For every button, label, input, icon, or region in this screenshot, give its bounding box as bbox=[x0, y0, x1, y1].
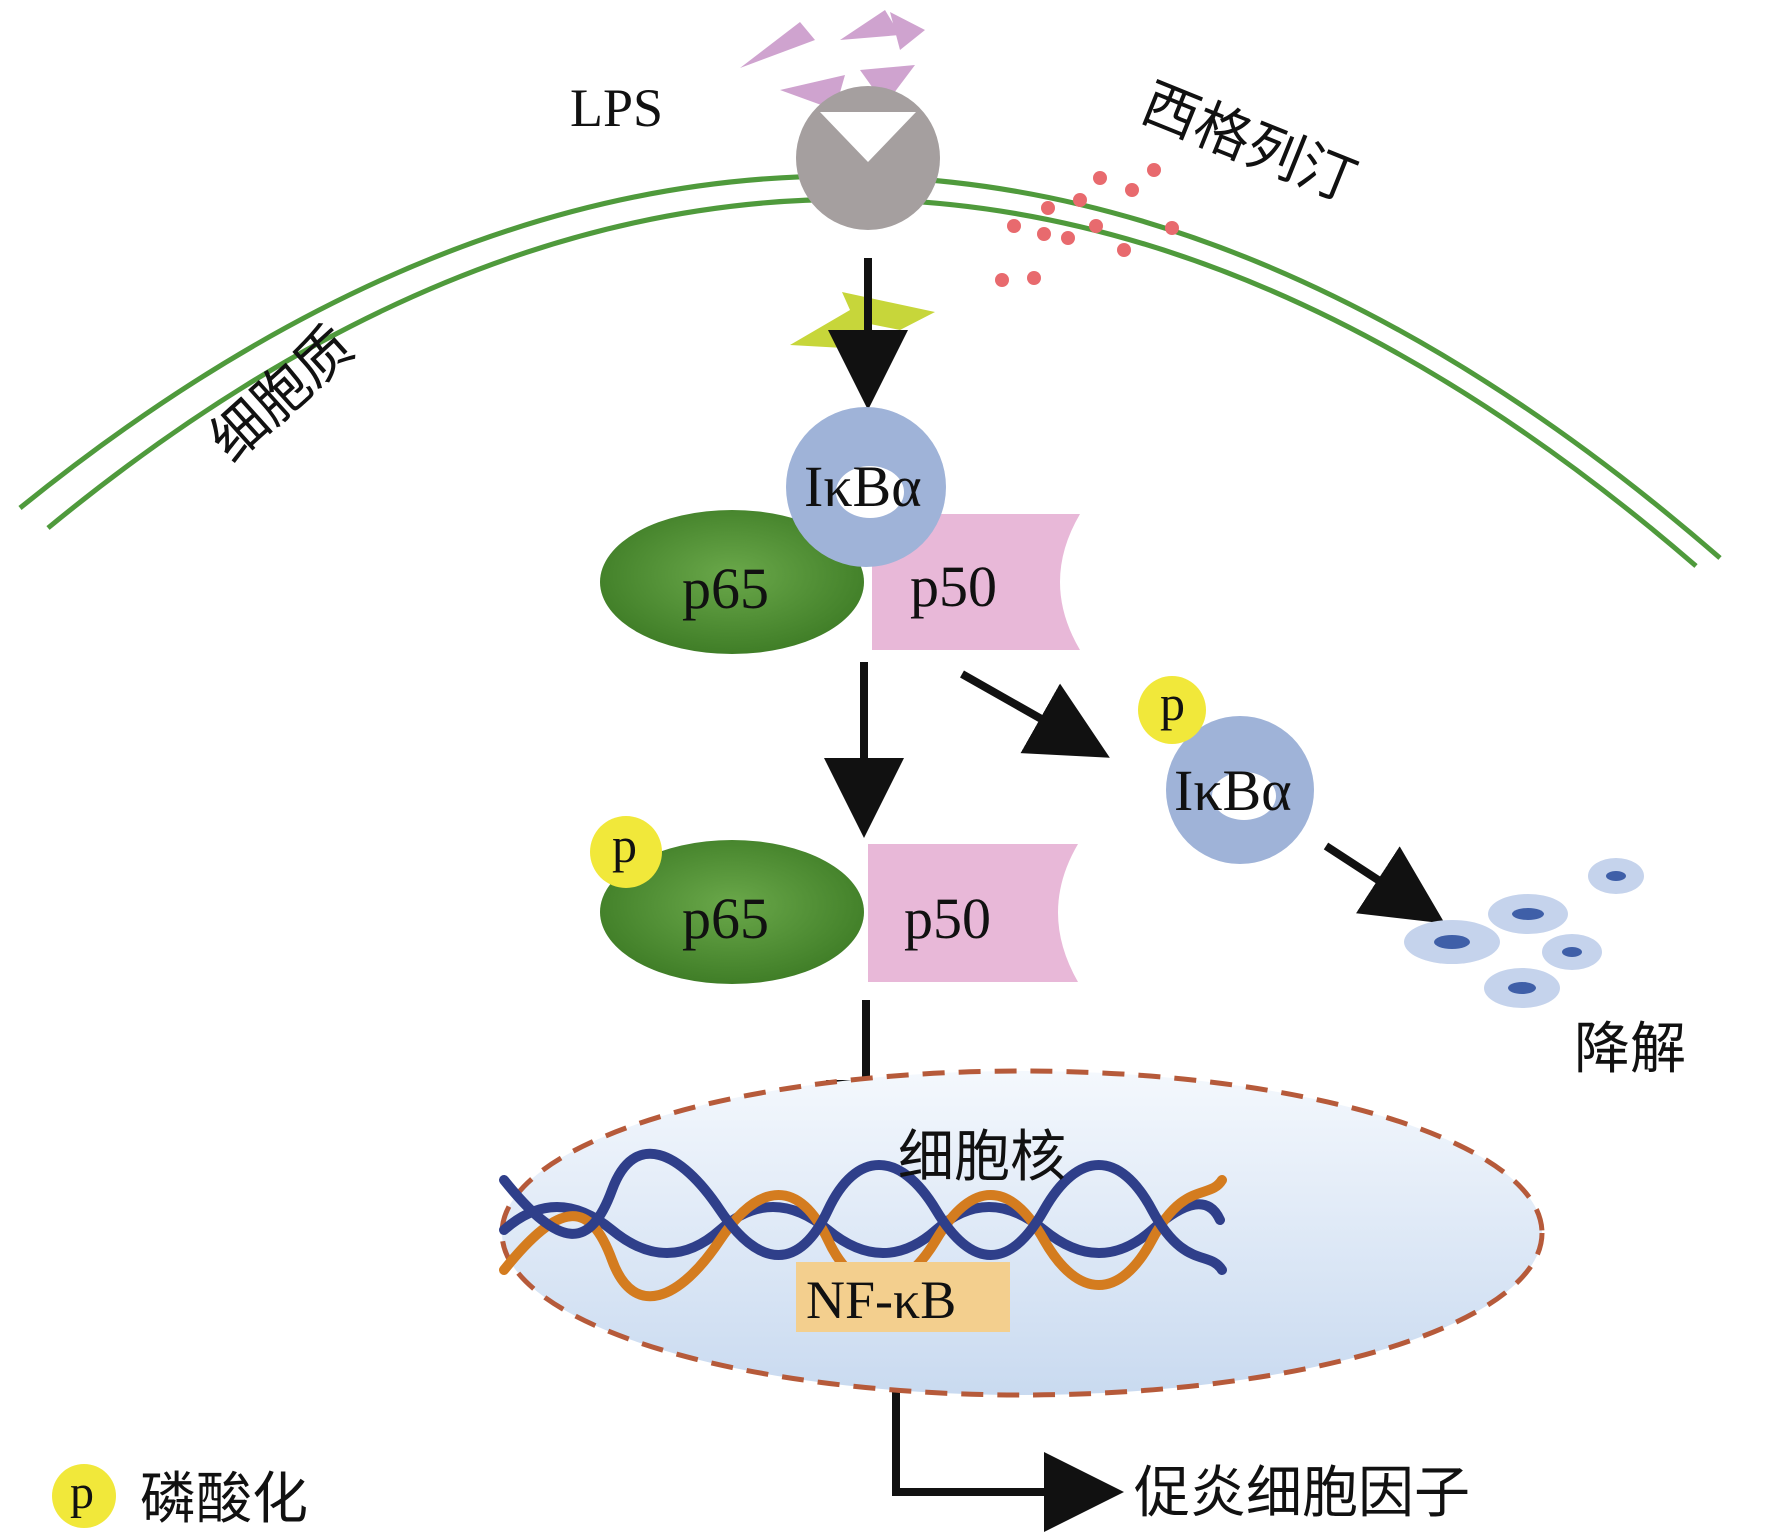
cytoplasm-label: 细胞质 bbox=[198, 314, 366, 475]
nucleus-label: 细胞核 bbox=[898, 1125, 1066, 1190]
legend-p-label: p bbox=[70, 1466, 94, 1519]
signal-bolt bbox=[790, 292, 935, 350]
nfkb-box bbox=[796, 1262, 1010, 1332]
top-complex bbox=[600, 407, 1080, 654]
nfkb-label: NF-κB bbox=[806, 1270, 956, 1330]
bottom-complex bbox=[590, 816, 1078, 984]
ikba-bound-label: IκBα bbox=[804, 454, 922, 519]
sitagliptin-label: 西格列汀 bbox=[1133, 71, 1365, 215]
lps-receptor bbox=[796, 86, 940, 230]
p-badge-p65: p bbox=[612, 817, 637, 873]
free-ikba bbox=[1138, 676, 1314, 864]
lps-label: LPS bbox=[570, 78, 663, 138]
p50-top-label: p50 bbox=[910, 554, 997, 619]
p65-bottom-label: p65 bbox=[682, 886, 769, 951]
p-badge-ikba: p bbox=[1160, 675, 1185, 731]
degradation-fragments bbox=[1404, 858, 1644, 1008]
ikba-free-label: IκBα bbox=[1174, 758, 1292, 823]
p65-top-label: p65 bbox=[682, 556, 769, 621]
legend-phospho-marker bbox=[52, 1464, 116, 1528]
degradation-label: 降解 bbox=[1574, 1017, 1686, 1082]
pro-inflammatory-label: 促炎细胞因子 bbox=[1134, 1461, 1470, 1526]
arrows bbox=[824, 258, 1445, 1532]
legend-phospho-label: 磷酸化 bbox=[140, 1467, 308, 1532]
p50-bottom-label: p50 bbox=[904, 886, 991, 951]
sitagliptin-dots bbox=[995, 163, 1179, 287]
